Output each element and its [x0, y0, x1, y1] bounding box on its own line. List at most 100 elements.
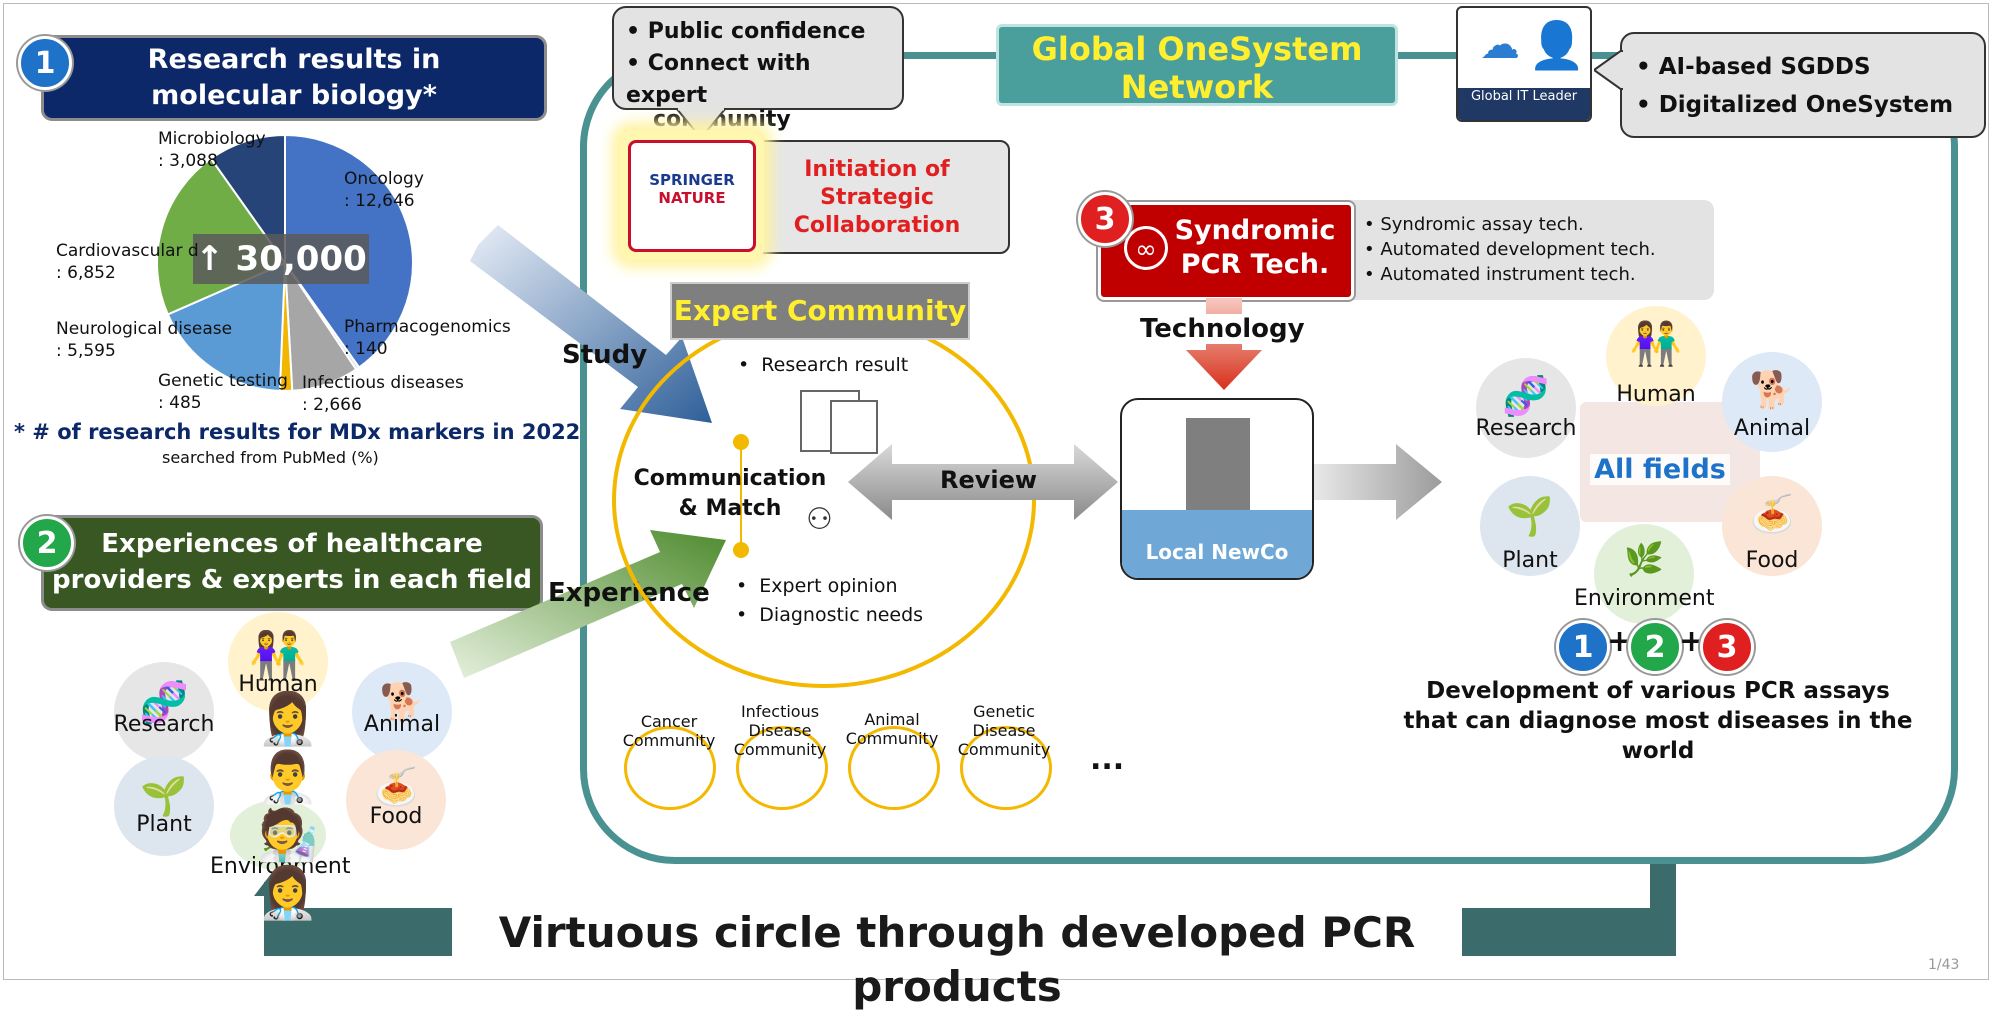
right-animal-bg: 🐕 — [1722, 352, 1822, 452]
field-animal-bg: 🐕 — [352, 662, 452, 762]
genetic-community-label: Genetic Disease Community — [954, 702, 1054, 759]
pie-footnote-sub: searched from PubMed (%) — [162, 448, 379, 467]
pie-label-cardiovascular: Cardiovascular d : 6,852 — [56, 240, 199, 284]
review-label: Review — [940, 466, 1038, 494]
section2-header: Experiences of healthcare providers & ex… — [44, 518, 540, 608]
virtuous-circle-title: Virtuous circle through developed PCR pr… — [498, 908, 1416, 1011]
return-arrow-head — [254, 866, 300, 896]
field-environment-bg: 🌿 — [230, 800, 326, 870]
cancer-community-label: Cancer Community — [616, 712, 722, 750]
pie-label-neurological: Neurological disease : 5,595 — [56, 318, 232, 362]
pie-label-oncology-value: : 12,646 — [344, 191, 415, 211]
right-food-label: Food — [1745, 548, 1799, 573]
field-research-bg: 🧬 — [114, 662, 214, 762]
right-environment-icon: 🌿 — [1624, 540, 1664, 578]
section3-bullets: • Syndromic assay tech. • Automated deve… — [1364, 212, 1656, 287]
springer-text: Initiation of Strategic Collaboration — [782, 156, 972, 240]
comm-line1: Communication — [633, 466, 827, 491]
springer-text-line1: Initiation of — [804, 157, 950, 182]
infectious-community-line1: Infectious — [740, 702, 820, 721]
formula-text-line2: that can diagnose most diseases in the w… — [1403, 708, 1913, 764]
section3-bullet-2-text: Automated development tech. — [1380, 239, 1656, 260]
page-number: 1/43 — [1928, 957, 1960, 973]
right-research-bg: 🧬 — [1476, 358, 1576, 458]
pie-label-genetic: Genetic testing : 485 — [158, 370, 288, 414]
review-double-arrow — [848, 444, 1118, 520]
human-icon: 👫 — [249, 627, 307, 682]
section3-title-line2: PCR Tech. — [1180, 249, 1330, 280]
callout-global-item-2: • Digitalized OneSystem — [1636, 92, 1954, 118]
badge-1: 1 — [18, 36, 72, 90]
callout-item-2: • Connect with expert — [626, 51, 811, 108]
right-animal-icon: 🐕 — [1749, 370, 1795, 411]
genetic-community-ring — [960, 726, 1052, 810]
animal-community-line1: Animal — [864, 710, 920, 729]
pie-label-genetic-value: : 485 — [158, 393, 202, 413]
plant-icon: 🌱 — [140, 773, 188, 818]
food-icon: 🍝 — [373, 767, 419, 808]
section3-title: Syndromic PCR Tech. — [1170, 214, 1340, 282]
genetic-community-line3: Community — [957, 740, 1051, 759]
callout-global-item-1: • AI-based SGDDS — [1636, 54, 1871, 80]
infectious-community-label: Infectious Disease Community — [730, 702, 830, 759]
right-animal-label: Animal — [1733, 416, 1811, 441]
pie-slice-neurological-disease — [166, 261, 287, 392]
callout-global-tail — [1594, 50, 1624, 90]
pcr-link-icon: ∞ — [1124, 226, 1168, 270]
cloud-network-icon: ☁ — [1480, 22, 1520, 68]
right-food-bg: 🍝 — [1722, 476, 1822, 576]
section3-bullet-1-text: Syndromic assay tech. — [1380, 214, 1584, 235]
technology-label: Technology — [1136, 314, 1309, 344]
field-food-bg: 🍝 — [346, 750, 446, 850]
right-plant-bg: 🌱 — [1480, 476, 1580, 576]
pie-label-pharmacogenomics: Pharmacogenomics : 140 — [344, 316, 511, 360]
newco-label-bar: Local NewCo — [1122, 510, 1312, 578]
pie-label-microbiology: Microbiology : 3,088 — [158, 128, 266, 172]
section3-bullet-1: • Syndromic assay tech. — [1364, 214, 1584, 235]
environment-icon: 🌿 — [259, 817, 297, 853]
cancer-community-line1: Cancer — [640, 712, 698, 731]
pie-label-pharmacogenomics-name: Pharmacogenomics — [344, 317, 511, 337]
right-food-icon: 🍝 — [1749, 494, 1795, 535]
springer-logo-line2: NATURE — [658, 189, 726, 207]
right-human-label: Human — [1616, 382, 1696, 407]
field-plant-bg: 🌱 — [114, 756, 214, 856]
springer-logo-line1: SPRINGER — [649, 171, 735, 189]
pie-label-oncology-name: Oncology — [344, 169, 424, 189]
diagnostic-needs-bullet: • Diagnostic needs — [736, 604, 924, 626]
pie-label-oncology: Oncology : 12,646 — [344, 168, 424, 212]
cancer-community-ring — [624, 726, 716, 810]
newco-label: Local NewCo — [1145, 540, 1289, 564]
genetic-community-line1: Genetic — [973, 702, 1035, 721]
expert-community-title: Expert Community — [672, 284, 968, 338]
document-icon-2 — [830, 400, 878, 454]
section3-bullets-box — [1310, 200, 1714, 300]
pie-label-microbiology-name: Microbiology — [158, 129, 266, 149]
research-result-label: Research result — [761, 354, 909, 376]
expert-bullets: • Expert opinion • Diagnostic needs — [736, 572, 923, 630]
formula-text-line1: Development of various PCR assays — [1426, 678, 1890, 704]
formula-text: Development of various PCR assays that c… — [1368, 676, 1948, 766]
pie-center-label: ↑ 30,000 — [193, 234, 369, 284]
animal-community-ring — [848, 726, 940, 810]
pie-slice-microbiology — [209, 133, 286, 267]
field-human-bg: 👫 — [228, 612, 328, 712]
global-it-leader-label: Global IT Leader — [1458, 88, 1590, 120]
cancer-community-line2: Community — [622, 731, 716, 750]
expert-group-icon: ⚇ — [806, 502, 833, 537]
dna-flask-icon: 🧬 — [139, 679, 189, 726]
right-dna-icon: 🧬 — [1502, 373, 1550, 418]
newco-to-fields-arrow — [1314, 444, 1442, 520]
all-fields-label: All fields — [1590, 454, 1730, 485]
technology-arrow — [1186, 298, 1262, 390]
global-it-leader-badge: ☁ 👤 Global IT Leader — [1456, 6, 1592, 122]
section1-header: Research results in molecular biology* — [44, 38, 544, 118]
virtuous-circle-banner: Virtuous circle through developed PCR pr… — [452, 906, 1462, 1011]
genetic-community-line2: Disease — [972, 721, 1036, 740]
infectious-community-line3: Community — [733, 740, 827, 759]
right-research-label: Research — [1475, 416, 1577, 441]
section3-bullet-3: • Automated instrument tech. — [1364, 264, 1636, 285]
slide-frame — [3, 3, 1989, 980]
section2-title-line1: Experiences of healthcare — [101, 529, 483, 559]
infectious-community-line2: Disease — [748, 721, 812, 740]
